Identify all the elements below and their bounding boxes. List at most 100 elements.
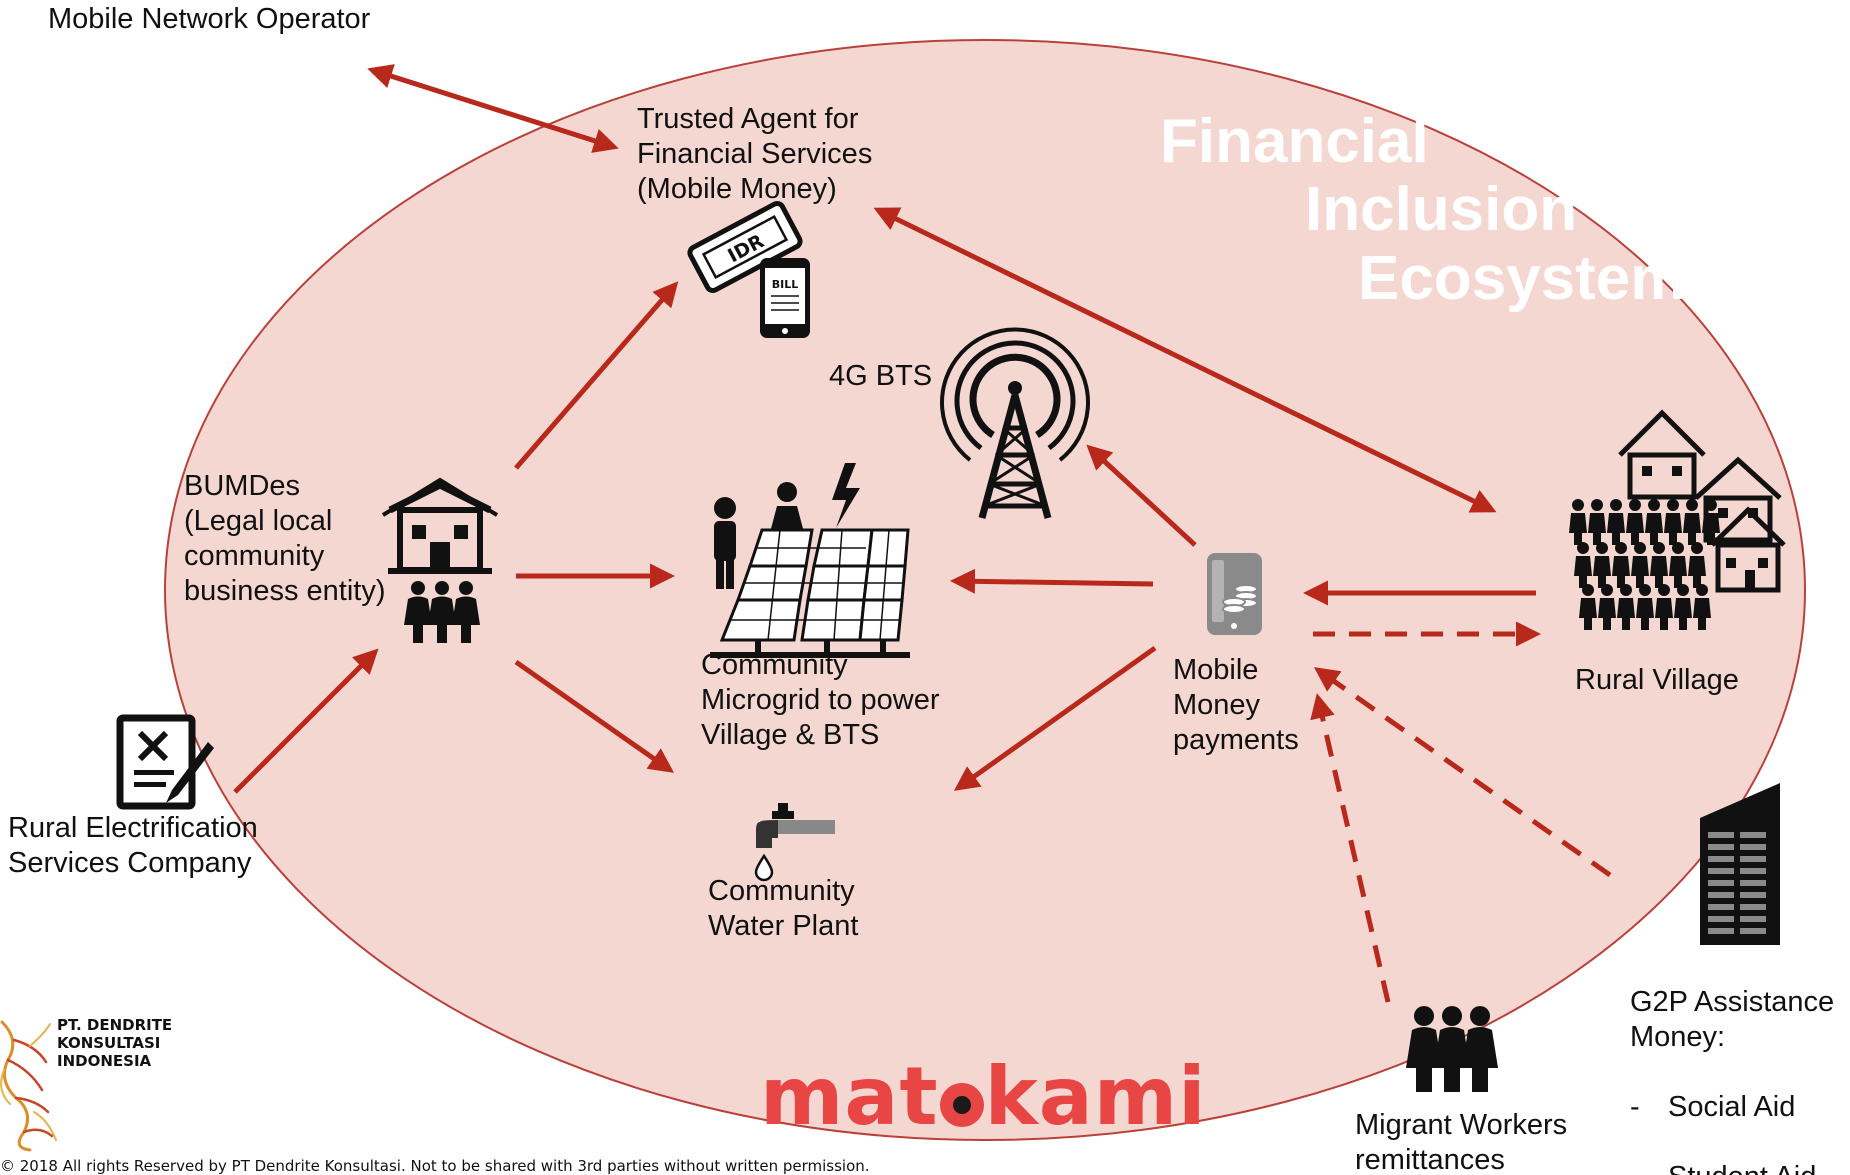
g2p-bullet: - xyxy=(1630,1160,1668,1175)
villager-figure xyxy=(1631,556,1649,588)
villager-figure xyxy=(1658,584,1670,596)
villager-figure xyxy=(1636,598,1654,630)
money-phone-icon: IDR BILL xyxy=(687,201,810,338)
arrow-g2p-money-dashed xyxy=(1313,667,1612,878)
villager-figure xyxy=(1702,513,1720,545)
ecosystem-title-line2: Inclusion xyxy=(1305,175,1578,244)
ecosystem-title-line1: Financial xyxy=(1160,107,1429,176)
dendrite-logo-mark xyxy=(0,1020,57,1152)
villager-figure xyxy=(1572,499,1584,511)
arrow-resco-bumdes xyxy=(233,648,379,794)
building-window xyxy=(1708,832,1734,838)
government-building-icon xyxy=(1700,783,1780,945)
villager-figure xyxy=(1615,542,1627,554)
brand-part1: mat xyxy=(760,1050,939,1143)
migrant-workers-label: Migrant Workers remittances xyxy=(1355,1109,1568,1175)
solar-microgrid-icon xyxy=(710,463,910,658)
brand-part2: kami xyxy=(984,1050,1207,1143)
villager-figure xyxy=(1648,499,1660,511)
villager-figure xyxy=(1607,513,1625,545)
bill-label: BILL xyxy=(772,278,799,291)
building-window xyxy=(1740,880,1766,886)
g2p-item-social-aid: Social Aid xyxy=(1668,1091,1796,1123)
villager-figure xyxy=(1610,499,1622,511)
building-window xyxy=(1740,916,1766,922)
g2p-list-item: - Student Aid xyxy=(1630,1160,1834,1175)
mobile-money-server-icon xyxy=(1207,553,1262,635)
villager-figure xyxy=(1596,542,1608,554)
trusted-agent-label: Trusted Agent for Financial Services (Mo… xyxy=(637,103,873,205)
building-window xyxy=(1740,844,1766,850)
villager-figure xyxy=(1612,556,1630,588)
villager-figure xyxy=(1664,513,1682,545)
villager-figure xyxy=(1639,584,1651,596)
villager-figure xyxy=(1601,584,1613,596)
villager-figure xyxy=(1598,598,1616,630)
arrow-migrant-money-dashed xyxy=(1310,693,1391,1003)
g2p-title-label: G2P Assistance Money: - Social Aid - Stu… xyxy=(1630,950,1834,1175)
building-window xyxy=(1740,928,1766,934)
villager-figure xyxy=(1653,542,1665,554)
villager-figure xyxy=(1574,556,1592,588)
villager-figure xyxy=(1593,556,1611,588)
service-document-icon xyxy=(116,714,214,810)
arrow-agent-village xyxy=(873,207,1497,513)
arrow-bumdes-agent xyxy=(514,281,679,470)
building-window xyxy=(1708,904,1734,910)
brand-eye-mark xyxy=(939,1083,984,1127)
villager-figure xyxy=(1582,584,1594,596)
villager-figure xyxy=(1588,513,1606,545)
building-window xyxy=(1708,868,1734,874)
resco-label: Rural Electrification Services Company xyxy=(8,812,258,879)
villager-figure xyxy=(1686,499,1698,511)
villager-figure xyxy=(1669,556,1687,588)
company-logo-text: PT. DENDRITE KONSULTASI INDONESIA xyxy=(57,1016,173,1070)
bts-label: 4G BTS xyxy=(829,360,933,392)
mobile-money-label: Mobile Money payments xyxy=(1173,654,1299,756)
building-window xyxy=(1740,892,1766,898)
villager-figure xyxy=(1620,584,1632,596)
building-window xyxy=(1708,880,1734,886)
water-plant-label: Community Water Plant xyxy=(708,875,859,942)
villager-figure xyxy=(1691,542,1703,554)
bumdes-label: BUMDes (Legal local community business e… xyxy=(184,470,386,607)
arrow-money-water xyxy=(953,645,1157,791)
g2p-title: G2P Assistance Money: xyxy=(1630,986,1835,1053)
villager-figure xyxy=(1645,513,1663,545)
villager-figure xyxy=(1634,542,1646,554)
villager-figure xyxy=(1629,499,1641,511)
building-window xyxy=(1708,892,1734,898)
g2p-item-student-aid: Student Aid xyxy=(1668,1160,1816,1175)
g2p-bullet: - xyxy=(1630,1091,1640,1123)
building-window xyxy=(1708,856,1734,862)
villager-figure xyxy=(1577,542,1589,554)
villager-figure xyxy=(1626,513,1644,545)
villager-figure xyxy=(1569,513,1587,545)
building-window xyxy=(1740,868,1766,874)
villager-figure xyxy=(1696,584,1708,596)
arrow-mno-agent xyxy=(367,64,619,153)
building-window xyxy=(1708,844,1734,850)
villager-figure xyxy=(1693,598,1711,630)
g2p-list-item: - Social Aid xyxy=(1630,1090,1834,1125)
villager-figure xyxy=(1617,598,1635,630)
arrow-bumdes-water xyxy=(514,659,675,773)
building-window xyxy=(1740,904,1766,910)
village-office-icon xyxy=(381,477,499,643)
mno-label: Mobile Network Operator xyxy=(48,3,371,35)
microgrid-label: Community Microgrid to power Village & B… xyxy=(701,649,940,751)
villager-figure xyxy=(1591,499,1603,511)
villager-figure xyxy=(1579,598,1597,630)
arrow-money-bts xyxy=(1086,444,1197,547)
villager-figure xyxy=(1650,556,1668,588)
water-tap-icon xyxy=(754,803,835,882)
building-window xyxy=(1740,832,1766,838)
building-window xyxy=(1708,916,1734,922)
villager-figure xyxy=(1672,542,1684,554)
migrant-workers-icon xyxy=(1406,1006,1498,1092)
arrow-money-microgrid xyxy=(950,568,1154,594)
copyright-notice: © 2018 All rights Reserved by PT Dendrit… xyxy=(0,1157,870,1175)
